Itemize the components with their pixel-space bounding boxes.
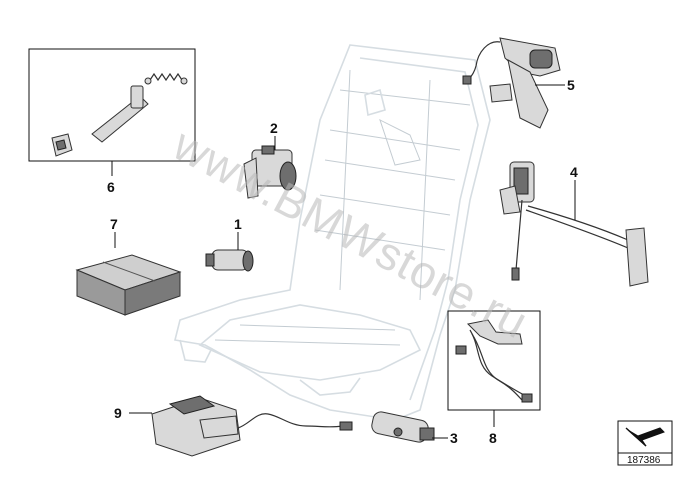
part-3-motor[interactable]: [370, 410, 435, 443]
part-9-control-unit[interactable]: [151, 395, 353, 457]
part-4-adjuster[interactable]: [499, 161, 649, 287]
callout-1: 1: [234, 216, 242, 232]
part-5-adjuster[interactable]: [462, 37, 561, 129]
part-2-motor[interactable]: [243, 145, 297, 199]
leader-lines: [111, 84, 576, 439]
diagram-id: 187386: [627, 455, 661, 466]
part-6-kit[interactable]: [28, 48, 196, 162]
callout-9: 9: [114, 405, 122, 421]
callout-8: 8: [489, 430, 497, 446]
callout-4: 4: [570, 164, 578, 180]
part-7-box[interactable]: [75, 254, 182, 316]
callout-2: 2: [270, 120, 278, 136]
seat-frame: [174, 44, 491, 421]
part-1-motor[interactable]: [205, 249, 254, 272]
diagram-id-badge: 187386: [617, 420, 673, 466]
callout-5: 5: [567, 77, 575, 93]
callout-6: 6: [107, 179, 115, 195]
callout-3: 3: [450, 430, 458, 446]
callout-7: 7: [110, 216, 118, 232]
